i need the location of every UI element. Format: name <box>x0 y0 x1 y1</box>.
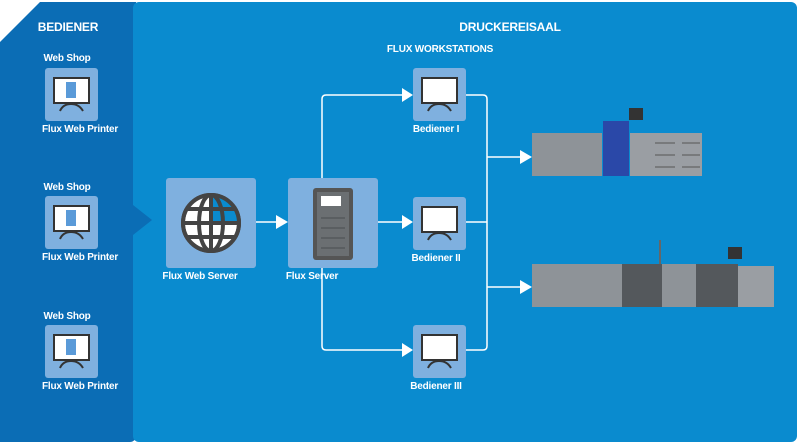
printer-2-image <box>532 240 774 307</box>
workstation-2[interactable] <box>413 197 466 250</box>
monitor-icon <box>421 206 458 241</box>
workstation-3[interactable] <box>413 325 466 378</box>
pressroom-title: DRUCKEREISAAL <box>459 20 561 34</box>
monitor-icon[interactable] <box>45 196 98 249</box>
monitor-icon <box>421 77 458 112</box>
arrowheads <box>276 88 532 357</box>
monitor-icon[interactable] <box>45 68 98 121</box>
globe-icon <box>181 193 241 253</box>
web-server-label: Flux Web Server <box>162 271 238 282</box>
operator-title: BEDIENER <box>37 20 99 34</box>
client-top-label: Web Shop <box>43 182 91 193</box>
workstation-2-label: Bediener II <box>411 253 461 264</box>
workstation-3-label: Bediener III <box>410 381 462 392</box>
monitor-icon <box>421 334 458 369</box>
printer-1-image <box>532 108 702 176</box>
client-top-label: Web Shop <box>43 311 91 322</box>
workstations-title: FLUX WORKSTATIONS <box>386 44 494 55</box>
workstation-1-label: Bediener I <box>412 124 460 135</box>
server-node[interactable] <box>288 178 378 268</box>
panel-notch <box>133 205 152 235</box>
monitor-icon[interactable] <box>45 325 98 378</box>
web-server-node[interactable] <box>166 178 256 268</box>
workstation-1[interactable] <box>413 68 466 121</box>
server-label: Flux Server <box>285 271 339 282</box>
client-bottom-label: Flux Web Printer <box>41 252 119 263</box>
client-top-label: Web Shop <box>43 53 91 64</box>
server-icon <box>313 188 353 260</box>
client-bottom-label: Flux Web Printer <box>41 381 119 392</box>
client-bottom-label: Flux Web Printer <box>41 124 119 135</box>
